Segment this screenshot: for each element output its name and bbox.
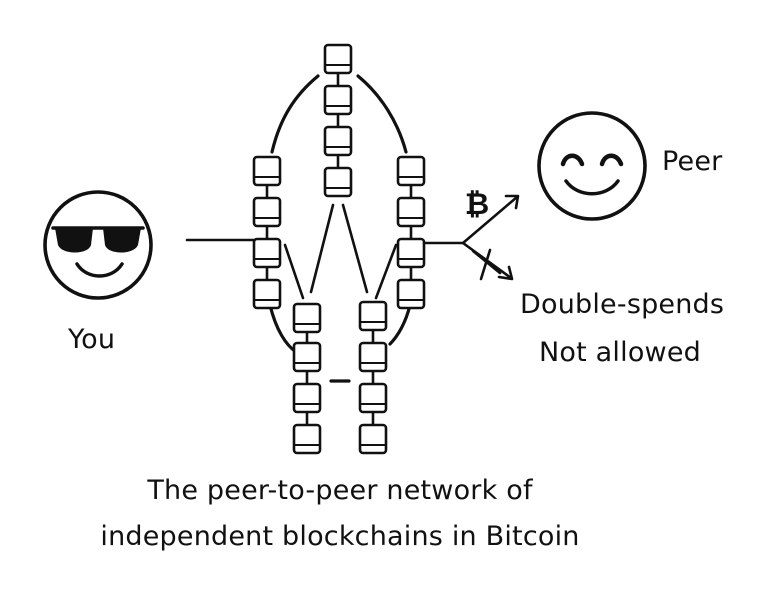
not-allowed-label: Not allowed <box>539 337 701 368</box>
caption-line-2: independent blockchains in Bitcoin <box>100 521 580 552</box>
blockchain-bottom-right <box>358 300 388 455</box>
you-label: You <box>68 324 116 355</box>
cross-mark-icon <box>471 248 502 281</box>
sunglasses-smiley-icon <box>43 190 153 300</box>
blockchain-left <box>252 155 282 310</box>
bitcoin-symbol: ₿ <box>465 187 489 222</box>
peer-links <box>283 203 398 300</box>
double-spends-label: Double-spends <box>520 289 725 320</box>
peer-label: Peer <box>662 146 723 177</box>
blockchain-top <box>323 43 353 198</box>
blockchain-right <box>396 155 426 310</box>
blockchain-bottom-left <box>292 302 322 455</box>
network-arcs <box>268 74 412 383</box>
caption-line-1: The peer-to-peer network of <box>147 475 533 506</box>
smiling-face-icon <box>537 111 647 221</box>
